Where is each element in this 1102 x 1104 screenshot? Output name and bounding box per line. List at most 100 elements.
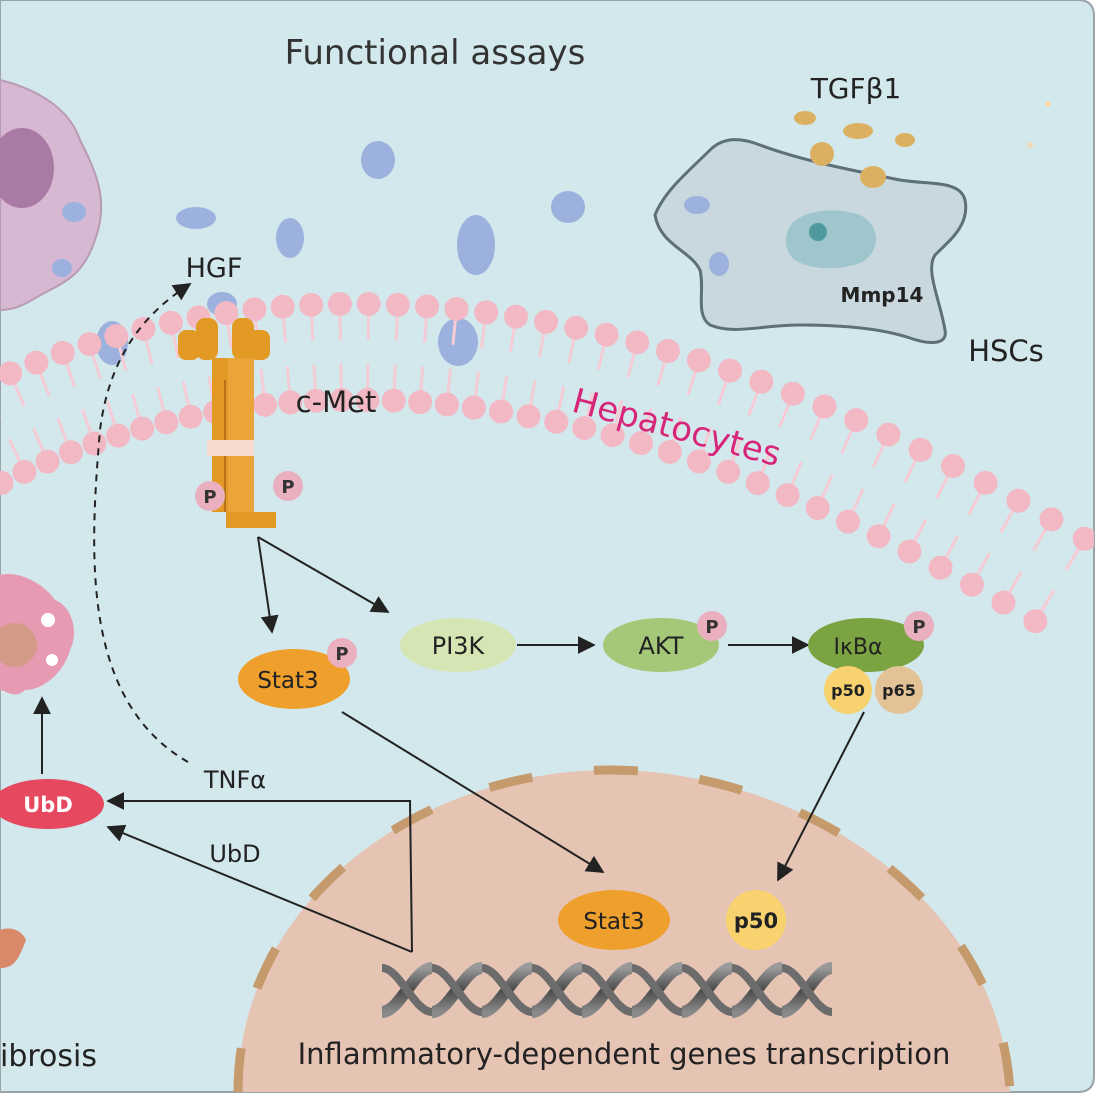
fibrosis-label: ibrosis <box>0 1039 97 1074</box>
hgf-particle <box>276 218 304 258</box>
lipid-head <box>625 330 649 354</box>
tgfb1-label: TGFβ1 <box>810 72 902 105</box>
lipid-head <box>415 294 439 318</box>
macrophage-vesicle <box>52 259 72 277</box>
lipid-head <box>253 393 277 417</box>
lipid-head <box>909 438 933 462</box>
ikba-phospho-label: P <box>912 617 925 638</box>
lipid-head <box>544 410 568 434</box>
lipid-head <box>595 323 619 347</box>
p65-label: p65 <box>882 681 916 700</box>
phospho-label: P <box>203 487 216 508</box>
lipid-head <box>844 408 868 432</box>
lipid-head <box>159 311 183 335</box>
lipid-head <box>12 460 36 484</box>
lipid-head <box>154 410 178 434</box>
lipid-head <box>746 471 770 495</box>
hgf-particle <box>457 215 495 275</box>
lipid-head <box>876 423 900 447</box>
lipid-head <box>564 316 588 340</box>
lipid-head <box>357 292 381 316</box>
hsc-nucleus <box>786 210 876 268</box>
tgf-particle <box>860 166 886 188</box>
hgf-particle <box>176 207 216 229</box>
hscs-label: HSCs <box>968 334 1044 368</box>
ubd-arrow-label: UbD <box>209 840 260 868</box>
lipid-head <box>836 510 860 534</box>
lipid-head <box>687 348 711 372</box>
hgf-particle <box>551 191 585 223</box>
lipid-head <box>776 483 800 507</box>
hgf-particle <box>361 141 395 179</box>
ubd-node-label: UbD <box>23 793 73 817</box>
hgf-label: HGF <box>186 253 243 284</box>
lipid-head <box>489 400 513 424</box>
pi3k-label: PI3K <box>432 632 486 660</box>
lipid-head <box>36 450 60 474</box>
phospho-label: P <box>281 477 294 498</box>
lipid-head <box>51 341 75 365</box>
lipid-head <box>382 389 406 413</box>
tgf-particle <box>1027 142 1033 148</box>
cmet-label: c-Met <box>296 385 377 419</box>
lipid-head <box>386 293 410 317</box>
tgf-particle <box>810 142 834 166</box>
p50-nuclear-label: p50 <box>734 909 778 933</box>
lipid-head <box>517 404 541 428</box>
tgf-particle <box>895 133 915 147</box>
p50-label: p50 <box>831 681 865 700</box>
lipid-head <box>474 300 498 324</box>
damaged-cell-vesicle <box>46 654 58 666</box>
hgf-particle <box>438 318 478 366</box>
lipid-head <box>130 417 154 441</box>
lipid-head <box>781 382 805 406</box>
lipid-head <box>82 432 106 456</box>
lipid-head <box>1023 609 1047 633</box>
akt-label: AKT <box>639 632 684 660</box>
lipid-head <box>1073 527 1097 551</box>
lipid-head <box>941 454 965 478</box>
lipid-head <box>960 573 984 597</box>
lipid-head <box>718 359 742 383</box>
lipid-head <box>435 392 459 416</box>
lipid-head <box>504 305 528 329</box>
lipid-head <box>812 394 836 418</box>
lipid-head <box>656 339 680 363</box>
lipid-head <box>897 540 921 564</box>
akt-phospho-label: P <box>705 617 718 638</box>
tnfa-label: TNFα <box>203 766 266 794</box>
lipid-head <box>992 591 1016 615</box>
hsc-nucleolus <box>809 223 827 241</box>
stat3-phospho-label: P <box>335 644 348 665</box>
lipid-head <box>104 324 128 348</box>
lipid-head <box>59 440 83 464</box>
lipid-head <box>867 524 891 548</box>
tgf-particle <box>843 123 873 139</box>
damaged-cell-vesicle <box>41 613 55 627</box>
lipid-head <box>299 293 323 317</box>
lipid-head <box>242 297 266 321</box>
lipid-head <box>806 496 830 520</box>
lipid-head <box>24 351 48 375</box>
macrophage-vesicle <box>62 202 86 222</box>
mmp14-label: Mmp14 <box>841 283 924 307</box>
lipid-head <box>77 332 101 356</box>
lipid-head <box>106 424 130 448</box>
stat3-nuclear-label: Stat3 <box>583 909 644 935</box>
lipid-head <box>271 295 295 319</box>
hsc-vesicle <box>684 196 710 214</box>
diagram-title: Functional assays <box>285 33 586 73</box>
lipid-head <box>445 297 469 321</box>
lipid-head <box>132 317 156 341</box>
tgf-particle <box>794 111 816 125</box>
lipid-head <box>929 556 953 580</box>
lipid-head <box>328 292 352 316</box>
lipid-head <box>1039 507 1063 531</box>
hsc-vesicle <box>709 252 729 276</box>
stat3-label: Stat3 <box>257 668 318 694</box>
transcription-label: Inflammatory-dependent genes transcripti… <box>298 1037 951 1071</box>
lipid-head <box>408 390 432 414</box>
lipid-head <box>534 310 558 334</box>
